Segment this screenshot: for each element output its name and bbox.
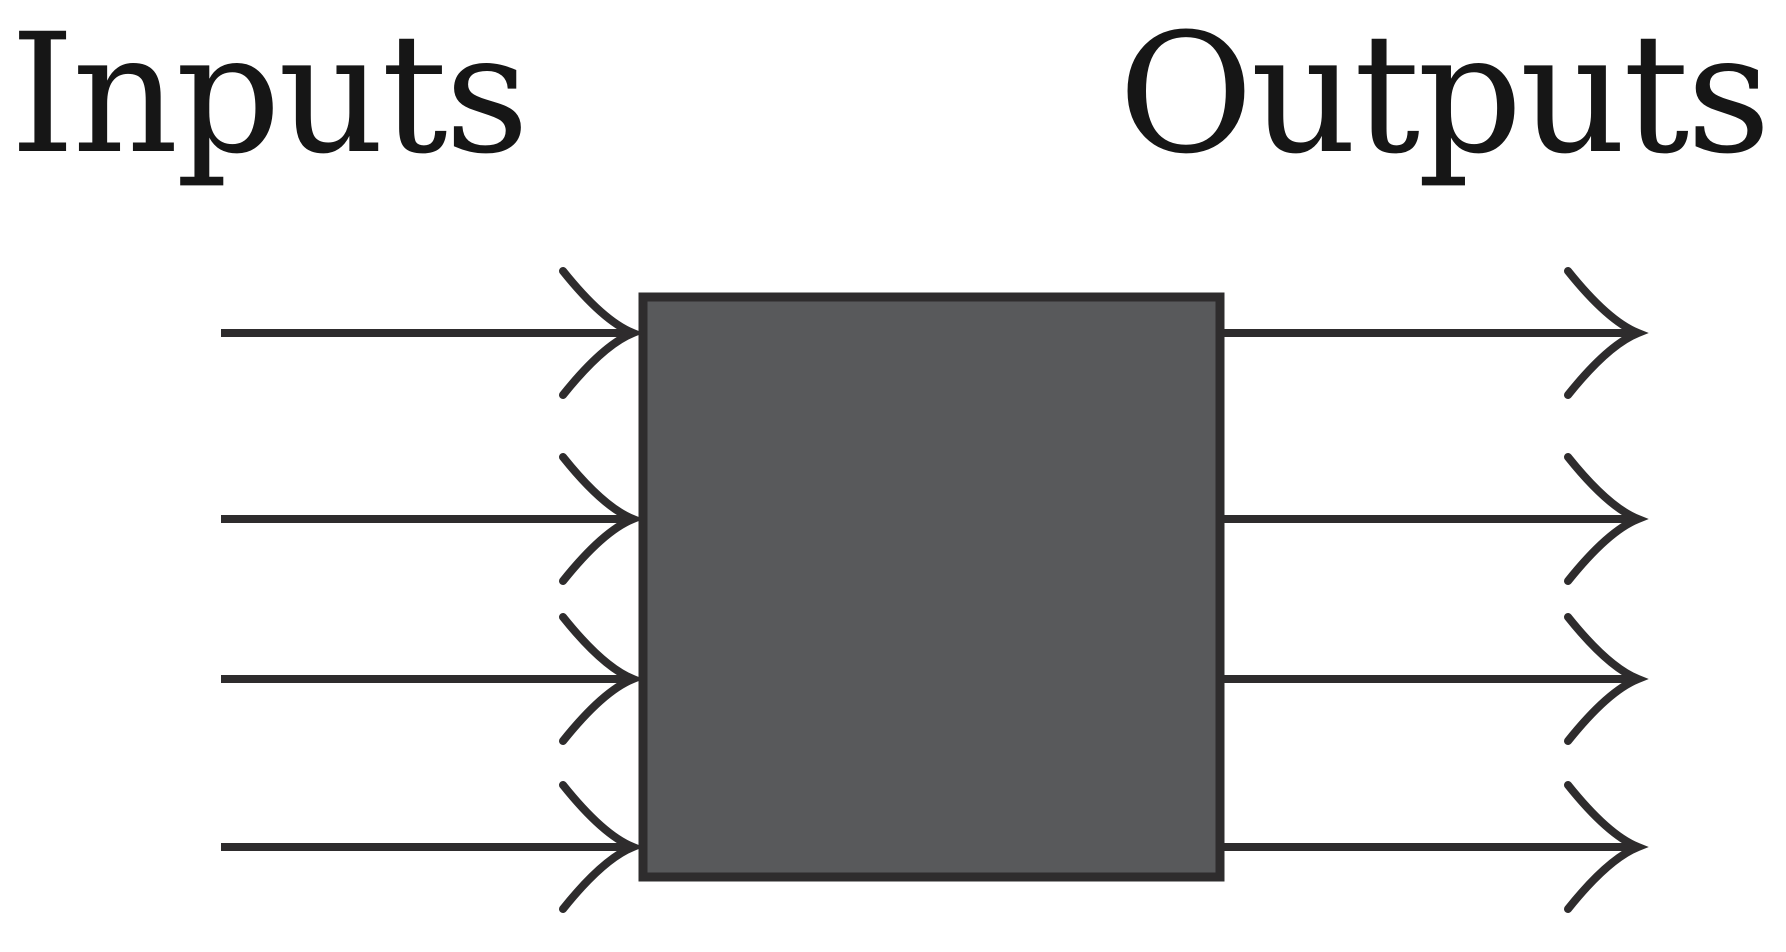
input-arrow-2-head: [559, 453, 644, 585]
output-arrow-2-head: [1564, 453, 1649, 585]
output-arrow-4-head: [1564, 781, 1649, 913]
black-box: [638, 292, 1225, 882]
output-arrow-1-head: [1564, 267, 1649, 399]
output-arrow-2: [1224, 453, 1649, 585]
output-arrow-1: [1224, 267, 1649, 399]
input-arrow-3: [221, 613, 644, 745]
input-arrow-4-head: [559, 781, 644, 913]
output-arrow-3: [1224, 613, 1649, 745]
output-arrows: [1224, 267, 1649, 913]
outputs-label: Outputs: [1118, 0, 1771, 190]
input-arrow-2: [221, 453, 644, 585]
output-arrow-3-head: [1564, 613, 1649, 745]
inputs-label: Inputs: [10, 0, 529, 190]
input-arrow-1: [221, 267, 644, 399]
input-arrow-3-head: [559, 613, 644, 745]
input-arrow-4: [221, 781, 644, 913]
input-arrows: [221, 267, 644, 913]
output-arrow-4: [1224, 781, 1649, 913]
input-arrow-1-head: [559, 267, 644, 399]
